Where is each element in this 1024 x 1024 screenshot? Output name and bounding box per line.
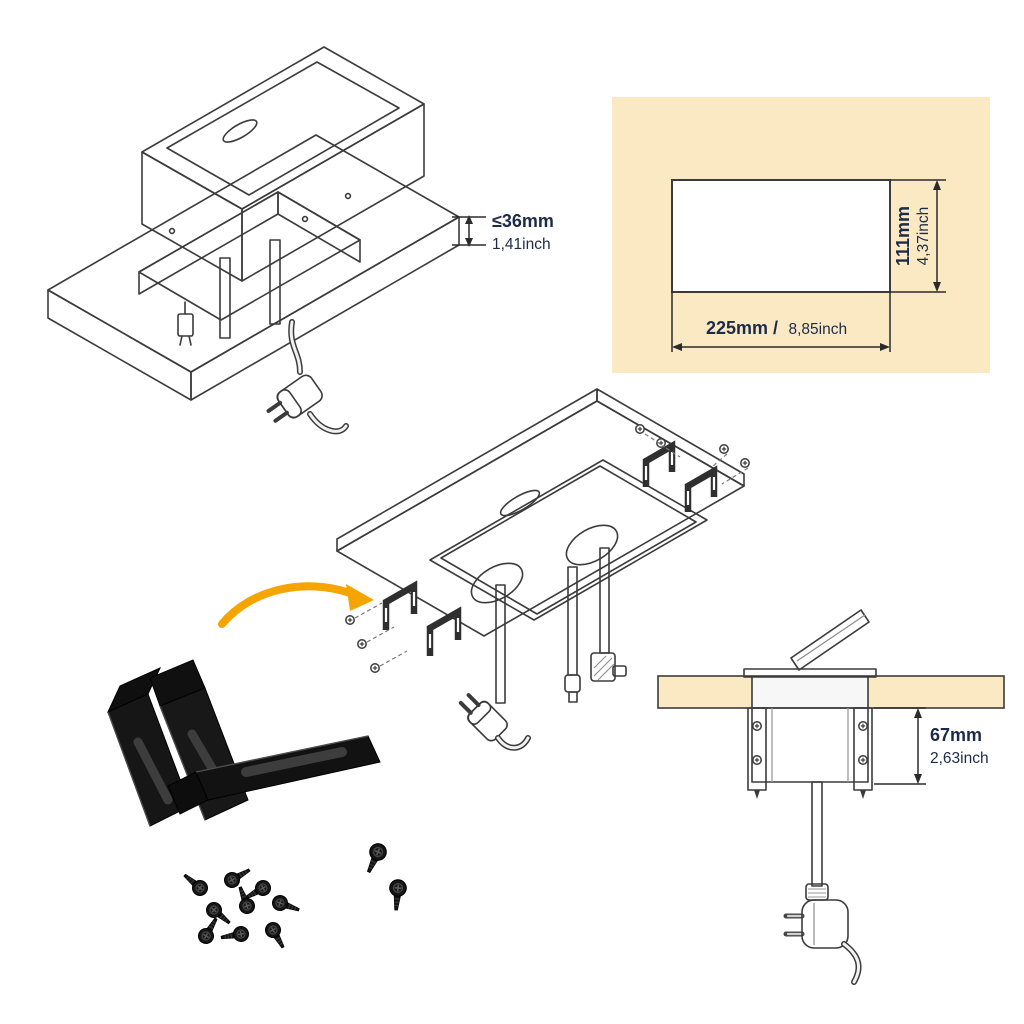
template-cutout bbox=[671, 179, 891, 293]
depth-imperial-label: 2,63inch bbox=[930, 750, 989, 767]
width-dimension: 225mm / 8,85inch bbox=[671, 292, 891, 352]
height-metric-label: 111mm bbox=[893, 206, 913, 266]
socket-box-legs bbox=[219, 239, 281, 339]
euro-plug bbox=[458, 693, 508, 742]
height-dimension: 111mm 4,37inch bbox=[890, 179, 946, 293]
screw-icon bbox=[345, 615, 355, 625]
screw-icon bbox=[719, 444, 729, 454]
socket-box bbox=[141, 46, 425, 282]
schuko-plug bbox=[801, 899, 849, 949]
flip-lid bbox=[166, 61, 400, 196]
thickness-imperial-label: 1,41inch bbox=[492, 236, 551, 253]
screw-icon bbox=[370, 663, 380, 673]
mounting-brackets-left bbox=[345, 580, 462, 673]
insertion-diagram: ≤36mm 1,41inch bbox=[47, 46, 554, 435]
cutout-hole bbox=[138, 191, 361, 321]
thickness-dimension: ≤36mm 1,41inch bbox=[452, 211, 554, 253]
side-bracket-left bbox=[747, 707, 767, 791]
side-bracket-right bbox=[853, 707, 873, 791]
screw-icon bbox=[740, 458, 750, 468]
cable-connector bbox=[564, 674, 581, 703]
lid-handle bbox=[222, 119, 258, 143]
depth-dimension: 67mm 2,63inch bbox=[874, 707, 989, 785]
depth-metric-label: 67mm bbox=[930, 725, 982, 745]
hanging-cables bbox=[458, 547, 627, 751]
hardware-parts bbox=[106, 659, 408, 952]
mounting-bracket bbox=[642, 440, 676, 487]
orange-arrow-icon bbox=[218, 582, 374, 628]
desk-panel bbox=[47, 134, 460, 401]
screw-icon bbox=[357, 639, 367, 649]
thickness-metric-label: ≤36mm bbox=[492, 211, 554, 231]
mounting-brackets-right bbox=[635, 424, 750, 512]
screw-icon bbox=[752, 721, 762, 731]
cutout-template-diagram: 225mm / 8,85inch 111mm 4,37inch bbox=[612, 97, 990, 373]
angle-connector bbox=[590, 652, 627, 682]
open-lid bbox=[790, 609, 870, 671]
bracket-mounting-diagram bbox=[218, 388, 750, 751]
black-brackets bbox=[106, 659, 381, 827]
cable-hole-right bbox=[565, 524, 619, 566]
desk-panel-underside bbox=[336, 388, 745, 637]
cable-hole-left bbox=[470, 562, 524, 604]
width-label: 225mm / 8,85inch bbox=[706, 318, 847, 338]
side-profile-diagram: 67mm 2,63inch bbox=[657, 609, 1005, 985]
power-plug bbox=[266, 319, 349, 435]
height-imperial-label: 4,37inch bbox=[915, 207, 932, 266]
unit-through-section bbox=[752, 677, 868, 707]
top-flange bbox=[743, 668, 877, 678]
small-connector bbox=[177, 301, 194, 346]
screw-icon bbox=[858, 755, 868, 765]
screw-icon bbox=[752, 755, 762, 765]
unit-body bbox=[751, 707, 869, 783]
power-cord bbox=[783, 781, 862, 985]
screw-icon bbox=[635, 424, 645, 434]
plug-prongs bbox=[266, 400, 289, 423]
black-screws bbox=[179, 840, 408, 952]
cable-slot bbox=[499, 489, 541, 517]
screw-icon bbox=[858, 721, 868, 731]
plug-prongs bbox=[783, 913, 805, 937]
